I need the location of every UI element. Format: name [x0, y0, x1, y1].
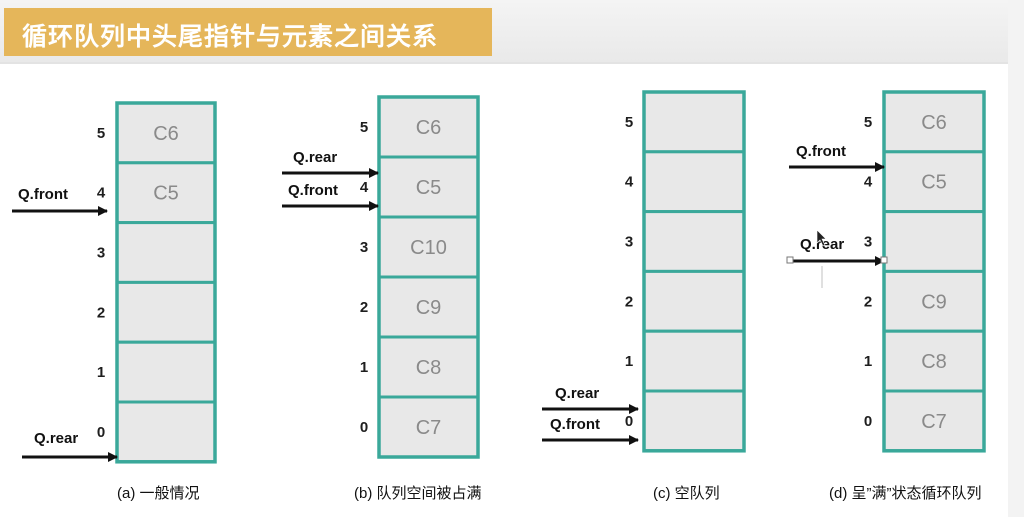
- selection-handle-right[interactable]: [880, 256, 888, 264]
- queue-cell-label: C6: [416, 117, 442, 139]
- slot-index-label: 2: [625, 293, 633, 310]
- queue-cell: [115, 101, 217, 165]
- queue-cell-label: C6: [921, 112, 947, 134]
- queue-cell-label: C5: [153, 183, 179, 205]
- queue-cell: [115, 340, 217, 404]
- slot-index-label: 3: [97, 245, 105, 262]
- queue-cell: [642, 329, 746, 393]
- queue-frame: [115, 101, 217, 464]
- page-title: 循环队列中头尾指针与元素之间关系: [22, 22, 439, 51]
- pointer-label: Q.rear: [293, 149, 337, 166]
- slot-index-label: 2: [864, 293, 872, 310]
- queue-cell: [882, 269, 986, 333]
- queue-cell-label: C6: [153, 123, 179, 145]
- slot-index-label: 5: [97, 125, 105, 142]
- slot-index-label: 4: [625, 174, 634, 191]
- queue-cell: [642, 389, 746, 453]
- queue-cell-label: C9: [921, 291, 947, 313]
- slot-index-label: 4: [97, 185, 106, 202]
- slot-index-label: 5: [864, 114, 872, 131]
- queue-cell: [115, 400, 217, 464]
- mouse-cursor-icon: [816, 229, 827, 247]
- queue-frame: [377, 95, 480, 459]
- queue-cell: [642, 90, 746, 154]
- selection-handles[interactable]: [786, 229, 888, 288]
- queue-cell: [882, 329, 986, 393]
- diagram-caption: (a) 一般情况: [117, 485, 200, 502]
- queue-frame: [642, 90, 746, 453]
- pointer-label: Q.rear: [34, 430, 78, 447]
- diagram-caption: (c) 空队列: [653, 485, 720, 502]
- slot-index-label: 2: [97, 304, 105, 321]
- queue-cell: [115, 280, 217, 344]
- pointer-label: Q.rear: [555, 385, 599, 402]
- queue-cell: [642, 150, 746, 214]
- queue-cell-label: C7: [416, 417, 442, 439]
- slot-index-label: 1: [97, 364, 105, 381]
- slot-index-label: 1: [864, 353, 872, 370]
- queue-cell-label: C10: [410, 237, 447, 259]
- queue-cell-label: C9: [416, 297, 442, 319]
- queue-cell-label: C5: [921, 172, 947, 194]
- queue-cell: [642, 210, 746, 273]
- title-box: 循环队列中头尾指针与元素之间关系: [4, 8, 492, 56]
- slot-index-label: 3: [864, 234, 872, 251]
- diagram-caption: (d) 呈”满”状态循环队列: [829, 485, 982, 502]
- queue-cell: [115, 221, 217, 284]
- slot-index-label: 5: [625, 114, 633, 131]
- slot-index-label: 3: [360, 239, 368, 256]
- selection-handle-left[interactable]: [786, 256, 794, 264]
- queue-cell-label: C8: [416, 357, 442, 379]
- queue-cell: [377, 275, 480, 339]
- slot-index-label: 4: [864, 174, 873, 191]
- pointer-label: Q.front: [796, 143, 846, 160]
- slot-index-label: 3: [625, 234, 633, 251]
- diagram-caption: (b) 队列空间被占满: [354, 485, 482, 502]
- title-banner: 循环队列中头尾指针与元素之间关系: [0, 0, 1024, 64]
- queue-cell: [882, 210, 986, 273]
- queue-cell: [377, 395, 480, 459]
- slot-index-label: 0: [625, 413, 633, 430]
- slot-index-label: 4: [360, 179, 369, 196]
- slot-index-label: 2: [360, 299, 368, 316]
- queue-cell: [115, 161, 217, 225]
- slot-index-label: 1: [625, 353, 633, 370]
- slot-index-label: 5: [360, 119, 368, 136]
- pointer-label: Q.front: [18, 186, 68, 203]
- queue-cell-label: C8: [921, 351, 947, 373]
- queue-cell-label: C5: [416, 177, 442, 199]
- right-edge-strip: [1008, 0, 1024, 517]
- pointer-label: Q.front: [288, 182, 338, 199]
- pointer-label: Q.front: [550, 416, 600, 433]
- slot-index-label: 0: [360, 419, 368, 436]
- queue-cell: [642, 269, 746, 333]
- queue-frame: [882, 90, 986, 453]
- slot-index-label: 1: [360, 359, 368, 376]
- slot-index-label: 0: [864, 413, 872, 430]
- queue-cell-label: C7: [921, 411, 947, 433]
- slot-index-label: 0: [97, 424, 105, 441]
